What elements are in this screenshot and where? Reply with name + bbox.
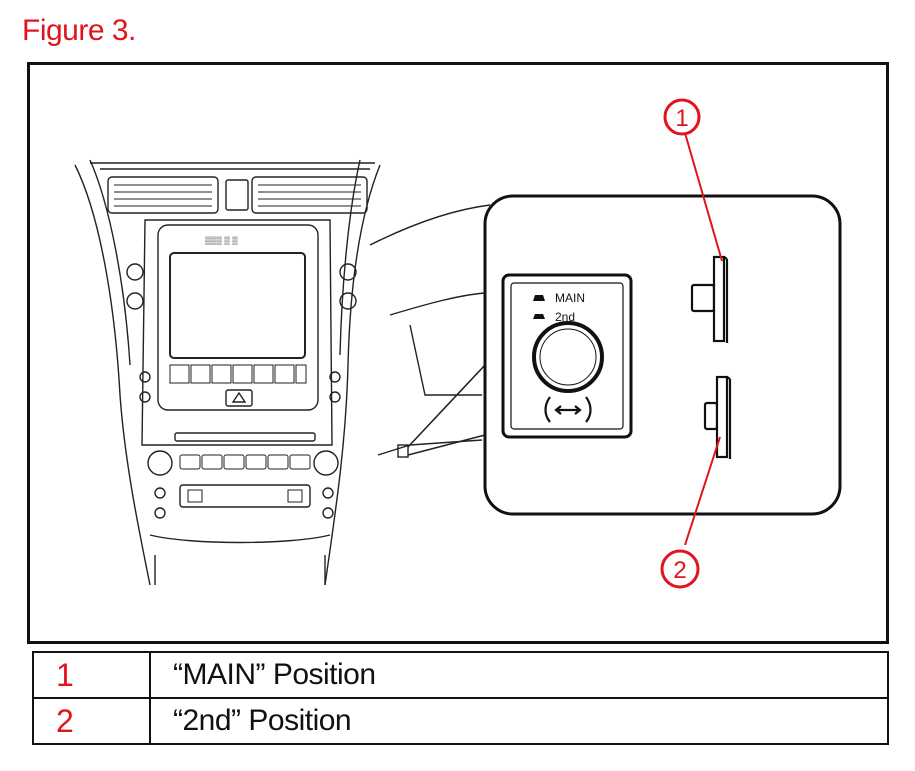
legend-number: 2 xyxy=(32,697,151,745)
climate-knob-left-2 xyxy=(154,507,166,519)
right-small-knob-1 xyxy=(329,371,341,383)
switch-knob-ring xyxy=(539,328,597,386)
climate-panel xyxy=(179,484,311,508)
cd-slot xyxy=(174,432,316,442)
dash-knee-panel xyxy=(409,324,482,396)
right-small-knob-2 xyxy=(329,391,341,403)
callout-1-number: 1 xyxy=(675,105,688,132)
dash-right-contour xyxy=(324,164,381,586)
center-stack xyxy=(141,219,333,446)
vent-slats xyxy=(114,184,361,207)
legend-description: “MAIN” Position xyxy=(149,651,889,699)
dash-left-contour-inner xyxy=(89,159,131,366)
legend-description: “2nd” Position xyxy=(149,697,889,745)
switch-side-main xyxy=(690,255,729,343)
legend-row: 2 “2nd” Position xyxy=(32,697,889,745)
zoom-leader-top xyxy=(407,364,486,448)
zoom-leader-bottom xyxy=(407,434,486,456)
legend-row: 1 “MAIN” Position xyxy=(32,651,889,699)
hazard-triangle-icon xyxy=(231,391,247,403)
callout-1-circle xyxy=(663,98,701,136)
dashboard-diagram: ▒▒▒ ▒ ▒ xyxy=(74,98,842,589)
audio-buttons xyxy=(179,454,311,470)
switch-location xyxy=(397,444,409,458)
hazard-button xyxy=(225,389,253,407)
legend-table: 1 “MAIN” Position 2 “2nd” Position xyxy=(32,651,889,745)
callout-2-circle xyxy=(660,549,700,589)
nav-bezel xyxy=(157,224,319,411)
climate-knob-right xyxy=(322,487,334,499)
dash-left-contour xyxy=(74,164,151,586)
left-knob-mid xyxy=(126,292,144,310)
figure-title: Figure 3. xyxy=(22,14,136,47)
switch-side-second xyxy=(703,375,732,459)
seat-icon xyxy=(544,396,592,423)
switch-plate-inner xyxy=(510,282,624,430)
console-legs xyxy=(154,555,326,585)
right-knob-mid xyxy=(339,292,357,310)
left-knob-top xyxy=(126,263,144,281)
left-small-knob-2 xyxy=(139,391,151,403)
hazard-stack xyxy=(225,179,249,211)
left-small-knob-1 xyxy=(139,371,151,383)
callout-2-leader xyxy=(684,436,721,546)
switch-label-second: 2nd xyxy=(555,310,575,324)
right-vent xyxy=(251,176,368,214)
left-vent xyxy=(107,176,219,214)
legend-number: 1 xyxy=(32,651,151,699)
switch-label-main: MAIN xyxy=(555,291,585,305)
dash-trim-mid xyxy=(389,292,486,316)
diagram-panel: ▒▒▒ ▒ ▒ xyxy=(27,62,889,644)
dash-lower-edge xyxy=(377,439,483,456)
console-lower-curve xyxy=(149,534,331,544)
second-indicator-icon xyxy=(533,314,545,319)
climate-knob-right-2 xyxy=(322,507,334,519)
nav-header-text: ▒▒▒ ▒ ▒ xyxy=(205,236,238,245)
main-indicator-icon xyxy=(533,295,545,301)
nav-softkeys xyxy=(169,364,307,384)
callout-1-leader xyxy=(684,132,723,262)
climate-button-right xyxy=(287,489,303,503)
nav-screen xyxy=(169,252,306,359)
tune-knob xyxy=(313,450,339,476)
volume-knob xyxy=(147,450,173,476)
climate-knob-left xyxy=(154,487,166,499)
climate-button-left xyxy=(187,489,203,503)
switch-knob xyxy=(532,321,604,393)
callout-2-number: 2 xyxy=(673,557,686,584)
dash-trim-top xyxy=(369,204,491,246)
right-knob-top xyxy=(339,263,357,281)
